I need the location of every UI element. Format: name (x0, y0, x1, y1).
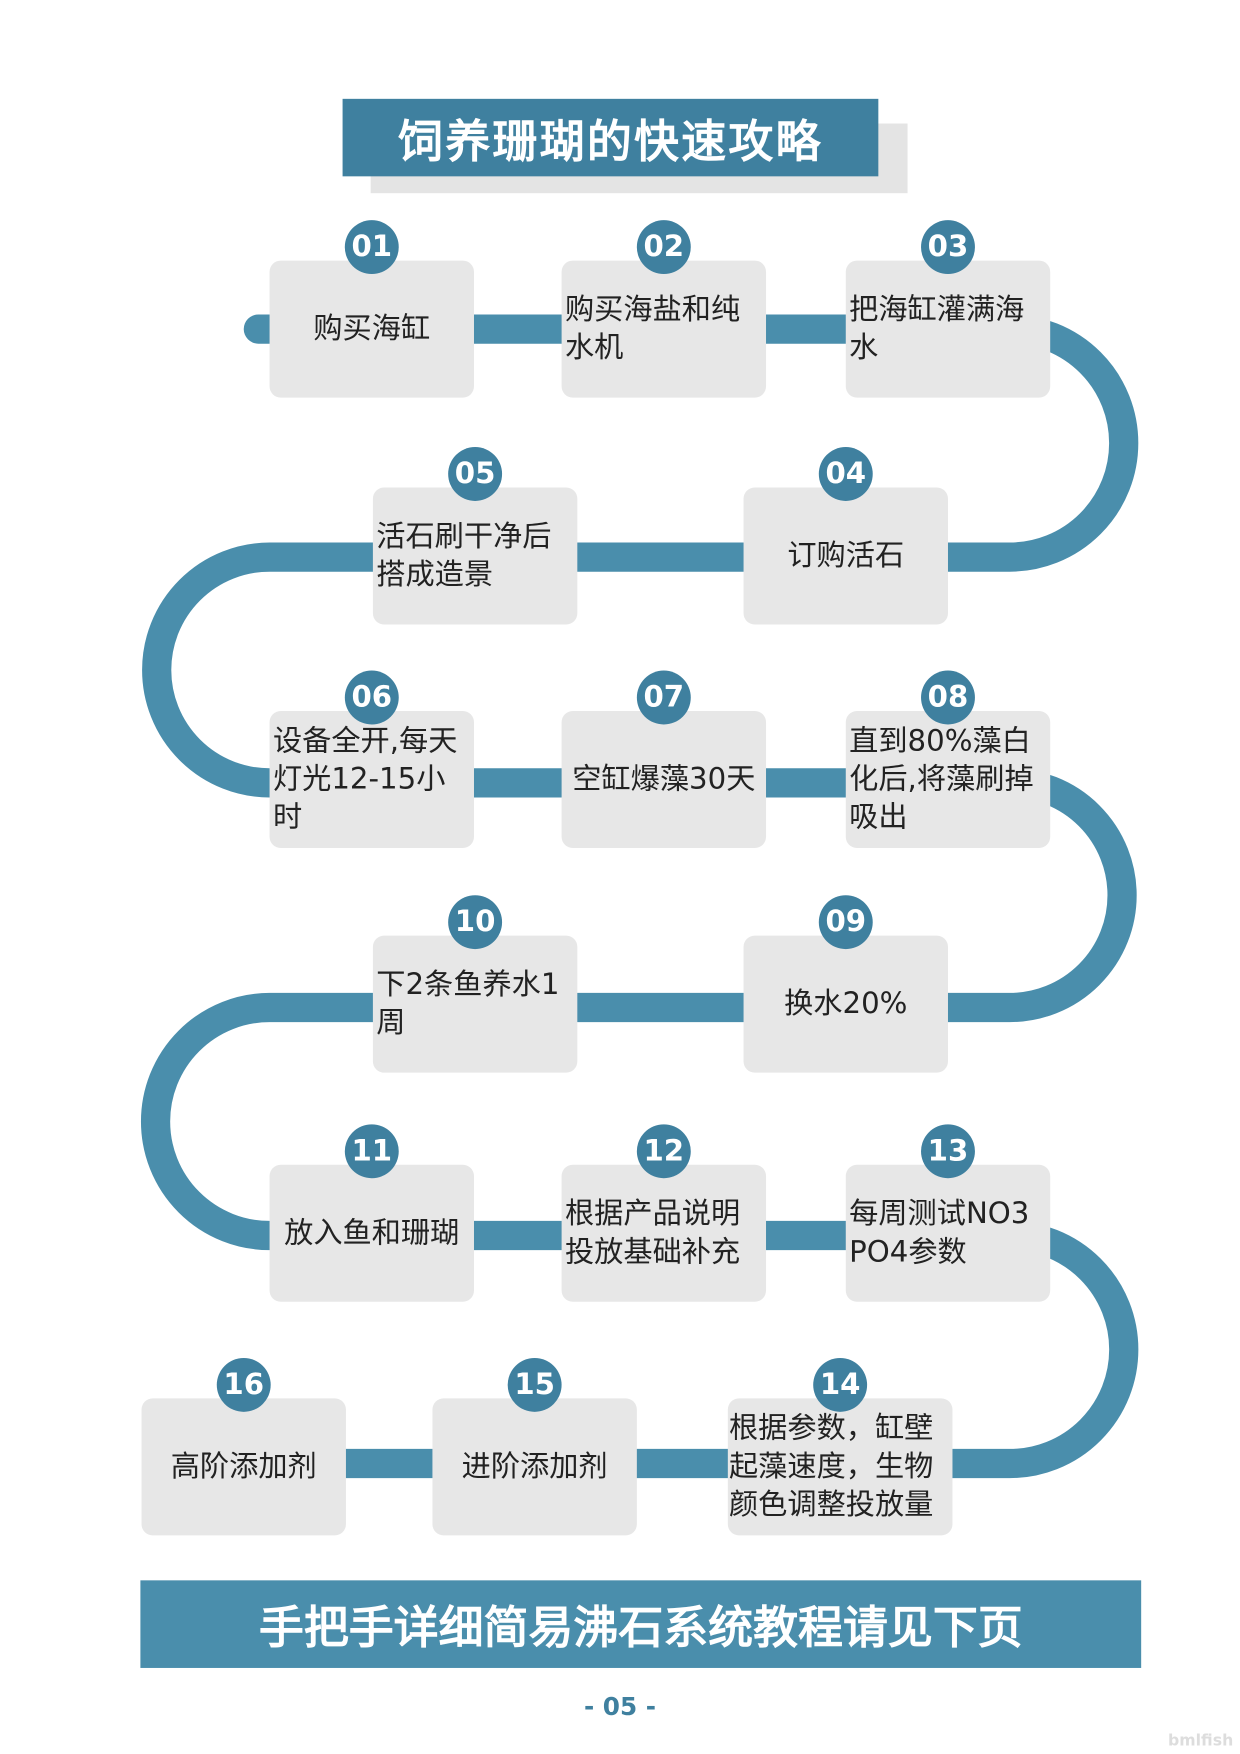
step-card: 购买海缸 (269, 260, 474, 398)
step-card: 活石刷干净后搭成造景 (372, 487, 578, 625)
step-card: 把海缸灌满海水 (845, 260, 1051, 398)
step-text: 设备全开,每天灯光12-15小时 (272, 724, 458, 835)
step-text: 换水20% (784, 987, 908, 1021)
watermark: bmlfish (1168, 1731, 1234, 1750)
step-number-badge: 12 (636, 1124, 691, 1179)
step-number-badge: 16 (216, 1357, 271, 1412)
page-title: 饲养珊瑚的快速攻略 (342, 98, 879, 177)
step-number-badge: 07 (636, 670, 691, 725)
step-text: 进阶添加剂 (461, 1450, 608, 1484)
step-card: 下2条鱼养水1周 (372, 935, 578, 1073)
next-page-banner: 手把手详细简易沸石系统教程请见下页 (140, 1580, 1142, 1668)
step-text: 空缸爆藻30天 (572, 762, 756, 797)
step-text: 放入鱼和珊瑚 (284, 1216, 460, 1251)
step-number-badge: 14 (813, 1357, 868, 1412)
page-number: - 05 - (583, 1693, 657, 1722)
step-card: 设备全开,每天灯光12-15小时 (269, 710, 474, 849)
step-card: 每周测试NO3 PO4参数 (845, 1164, 1051, 1302)
step-number-badge: 04 (818, 447, 873, 501)
step-number-badge: 10 (448, 895, 503, 950)
step-card: 高阶添加剂 (141, 1398, 346, 1536)
step-text: 活石刷干净后搭成造景 (376, 520, 552, 592)
step-card: 购买海盐和纯水机 (561, 260, 767, 398)
step-number-badge: 11 (344, 1124, 399, 1179)
step-card: 空缸爆藻30天 (561, 710, 767, 849)
step-card: 放入鱼和珊瑚 (269, 1164, 474, 1302)
step-number-badge: 08 (921, 670, 975, 725)
step-text: 根据参数，缸壁起藻速度，生物颜色调整投放量 (728, 1411, 934, 1522)
step-text: 购买海缸 (313, 312, 431, 346)
step-text: 根据产品说明投放基础补充 (564, 1197, 741, 1270)
step-text: 下2条鱼养水1周 (376, 968, 560, 1041)
step-card: 订购活石 (743, 487, 948, 625)
step-number-badge: 05 (448, 447, 503, 501)
step-number-badge: 01 (344, 220, 399, 275)
step-card: 根据参数，缸壁起藻速度，生物颜色调整投放量 (727, 1398, 953, 1536)
step-text: 每周测试NO3 PO4参数 (849, 1197, 1030, 1270)
step-text: 把海缸灌满海水 (849, 293, 1025, 366)
step-text: 订购活石 (787, 539, 905, 573)
step-number-badge: 15 (507, 1357, 562, 1412)
step-card: 直到80%藻白化后,将藻刷掉吸出 (845, 710, 1051, 849)
step-number-badge: 09 (818, 895, 873, 950)
step-number-badge: 13 (921, 1124, 975, 1179)
step-card: 换水20% (743, 935, 948, 1073)
step-text: 高阶添加剂 (170, 1450, 317, 1484)
step-number-badge: 03 (921, 220, 975, 275)
step-text: 购买海盐和纯水机 (564, 293, 741, 366)
step-number-badge: 06 (344, 670, 399, 725)
step-number-badge: 02 (636, 220, 691, 275)
step-card: 进阶添加剂 (432, 1398, 637, 1536)
step-text: 直到80%藻白化后,将藻刷掉吸出 (849, 724, 1034, 835)
step-card: 根据产品说明投放基础补充 (561, 1164, 767, 1302)
